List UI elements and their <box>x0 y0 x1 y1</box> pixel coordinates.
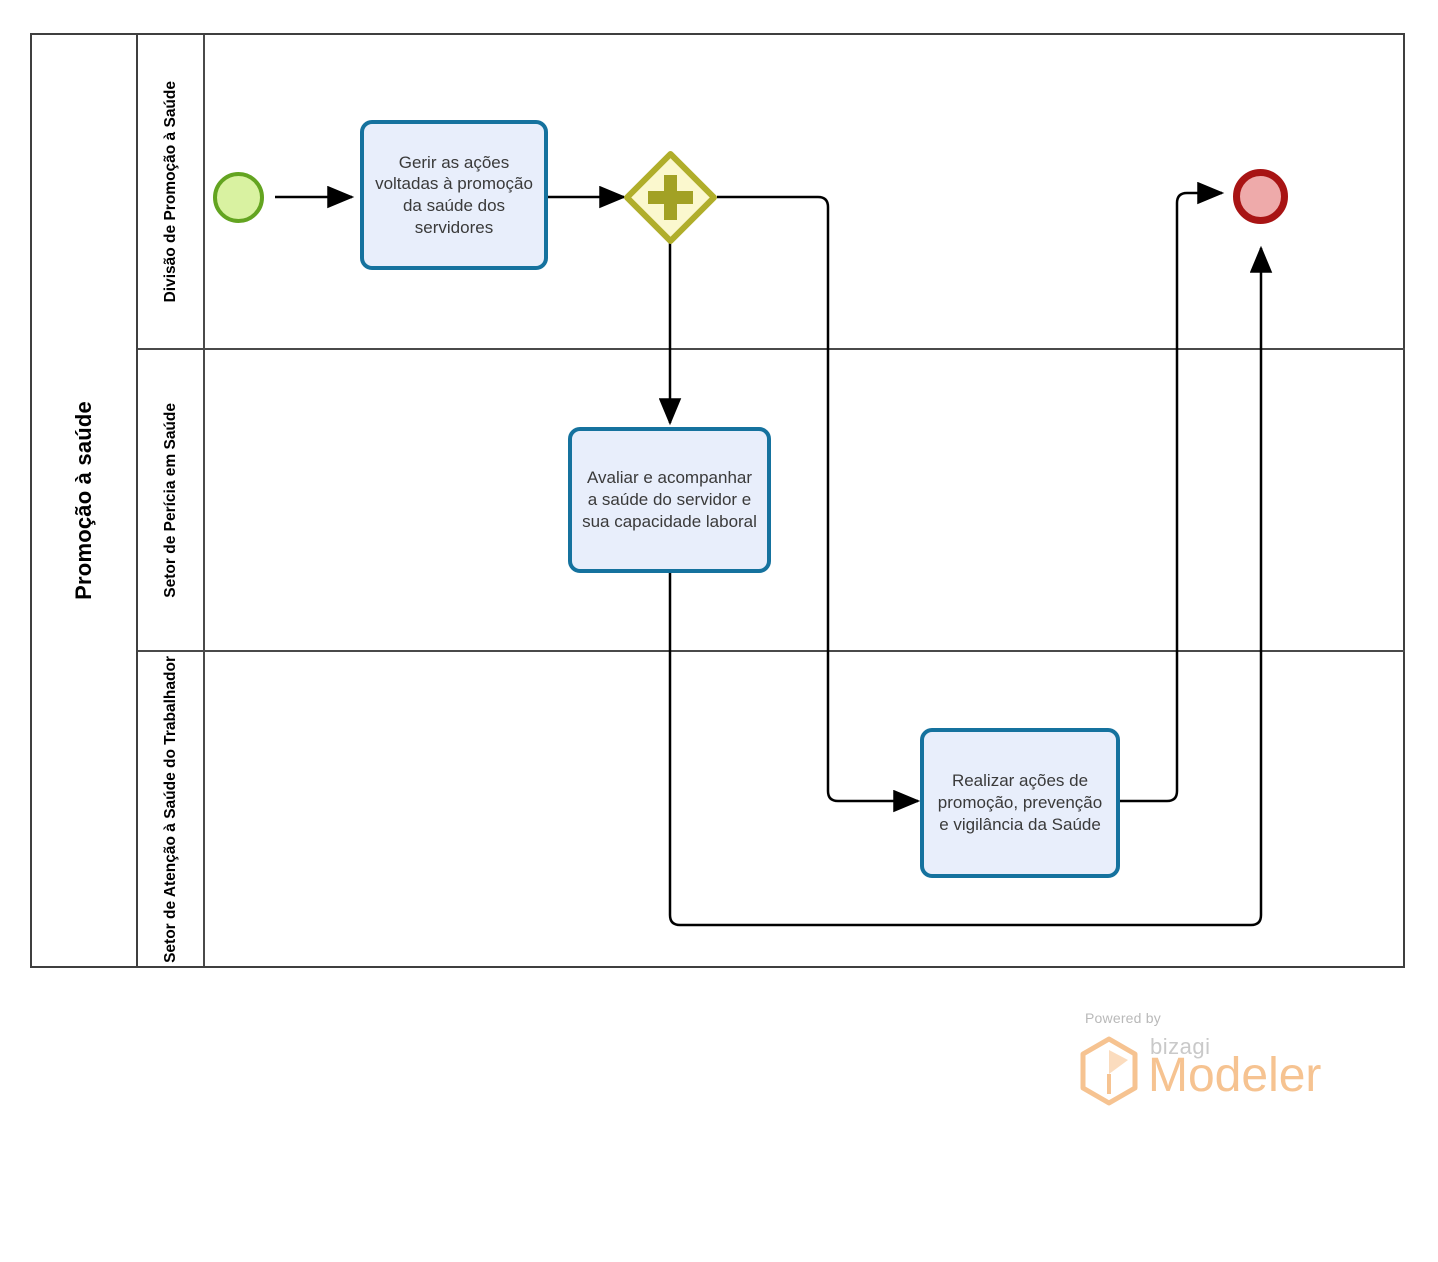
powered-by-label: Powered by <box>1085 1010 1161 1026</box>
lane-setor-atencao-saude-trabalhador: Setor de Atenção à Saúde do Trabalhador <box>138 650 1405 966</box>
task-gerir-label: Gerir as ações voltadas à promoção da sa… <box>375 152 533 237</box>
bizagi-modeler-logo: Powered by bizagi Modeler <box>1078 1010 1338 1110</box>
end-event[interactable] <box>1233 169 1288 224</box>
lane-header-setor-pericia-saude: Setor de Perícia em Saúde <box>138 350 205 650</box>
lane-header-divisao-promocao-saude: Divisão de Promoção à Saúde <box>138 35 205 348</box>
flow-gateway-to-realizar <box>717 195 921 813</box>
task-realizar-acoes-promocao-prevencao[interactable]: Realizar ações de promoção, prevenção e … <box>920 728 1120 878</box>
task-gerir-acoes-promocao-saude[interactable]: Gerir as ações voltadas à promoção da sa… <box>360 120 548 270</box>
pool-header: Promoção à saúde <box>32 35 138 966</box>
start-event[interactable] <box>213 172 264 223</box>
task-avaliar-label: Avaliar e acompanhar a saúde do servidor… <box>582 468 757 531</box>
flow-avaliar-to-end <box>668 245 1273 927</box>
plus-icon <box>648 175 693 220</box>
bizagi-wordmark: bizagi <box>1150 1034 1211 1059</box>
modeler-wordmark: Modeler <box>1148 1049 1322 1102</box>
parallel-gateway[interactable] <box>624 151 717 244</box>
task-avaliar-acompanhar-saude-servidor[interactable]: Avaliar e acompanhar a saúde do servidor… <box>568 427 771 573</box>
lane-setor-pericia-saude: Setor de Perícia em Saúde <box>138 348 1405 650</box>
bizagi-hexagon-icon <box>1080 1036 1138 1106</box>
lane-header-setor-atencao-saude-trabalhador: Setor de Atenção à Saúde do Trabalhador <box>138 652 205 966</box>
flow-realizar-to-end <box>1120 181 1225 803</box>
task-realizar-label: Realizar ações de promoção, prevenção e … <box>937 771 1103 834</box>
lane-divisao-promocao-saude: Divisão de Promoção à Saúde <box>138 35 1405 348</box>
